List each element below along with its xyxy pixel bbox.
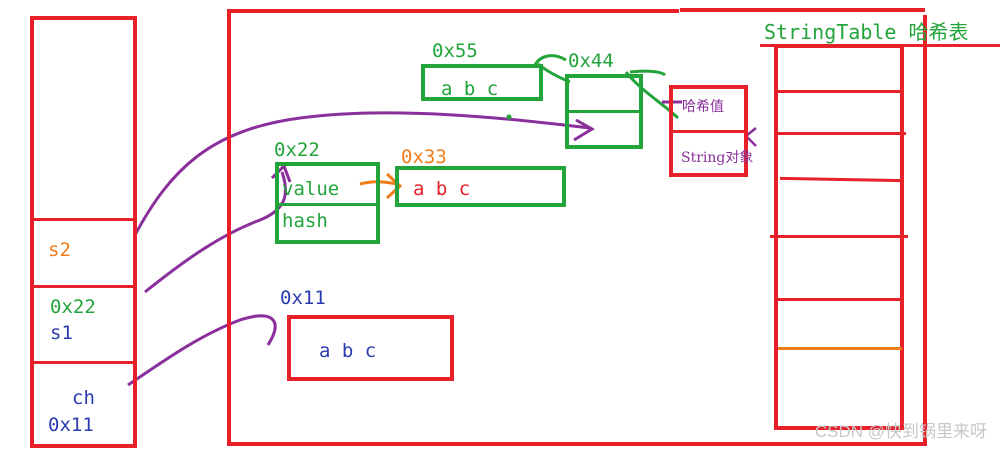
- arrow-s1-to-0x22: [144, 171, 287, 294]
- string-table-title: StringTable 哈希表: [764, 20, 969, 44]
- obj-0x44-divider: [565, 110, 643, 113]
- obj-0x44-address: 0x44: [568, 50, 614, 72]
- stack-ch-address: 0x11: [48, 414, 94, 436]
- string-table-row-2: [776, 132, 906, 135]
- stack-divider-3: [30, 361, 137, 364]
- obj-0x55-address: 0x55: [432, 40, 478, 62]
- stack-s1-address: 0x22: [50, 296, 96, 318]
- hash-entry-string-object: String对象: [681, 150, 754, 166]
- obj-0x33-address: 0x33: [401, 146, 447, 168]
- obj-0x22-hash-field: hash: [282, 210, 328, 232]
- string-table-row-5: [776, 298, 904, 301]
- hash-entry-hash-value: 哈希值: [682, 99, 724, 115]
- obj-0x22-address: 0x22: [274, 139, 320, 161]
- obj-0x33-box: [395, 166, 566, 207]
- obj-0x55-box: [421, 64, 543, 101]
- watermark: CSDN @快到锅里来呀: [814, 422, 987, 441]
- arrow-ch-to-0x11: [127, 314, 277, 387]
- obj-0x22-divider: [275, 203, 380, 206]
- stack-ch-label: ch: [72, 387, 95, 409]
- string-table-row-6: [778, 347, 902, 350]
- arrow-s2-head: [573, 118, 595, 142]
- obj-0x11-text: a b c: [319, 340, 377, 362]
- obj-0x33-text: a b c: [413, 178, 471, 200]
- stack-s2-label: s2: [48, 239, 71, 261]
- arrow-s2-to-0x44: [133, 111, 591, 236]
- heap-frame: [227, 9, 927, 446]
- obj-0x55-text: a b c: [441, 78, 499, 100]
- string-table-row-4: [770, 235, 908, 238]
- string-table-row-1: [776, 90, 902, 93]
- stack-divider-2: [30, 285, 137, 288]
- arrow-value-head: [385, 172, 403, 200]
- green-dot: [506, 114, 512, 120]
- stack-frame: [30, 16, 137, 448]
- stack-s1-label: s1: [50, 322, 73, 344]
- hash-entry-divider: [669, 130, 748, 133]
- obj-0x22-value-field: value: [282, 178, 340, 200]
- obj-0x11-box: [287, 315, 454, 381]
- arrow-0x44-to-entry-top: [629, 69, 667, 77]
- obj-0x11-address: 0x11: [280, 287, 326, 309]
- arrow-0x44-to-0x55: [533, 54, 567, 66]
- stack-divider-1: [30, 218, 137, 221]
